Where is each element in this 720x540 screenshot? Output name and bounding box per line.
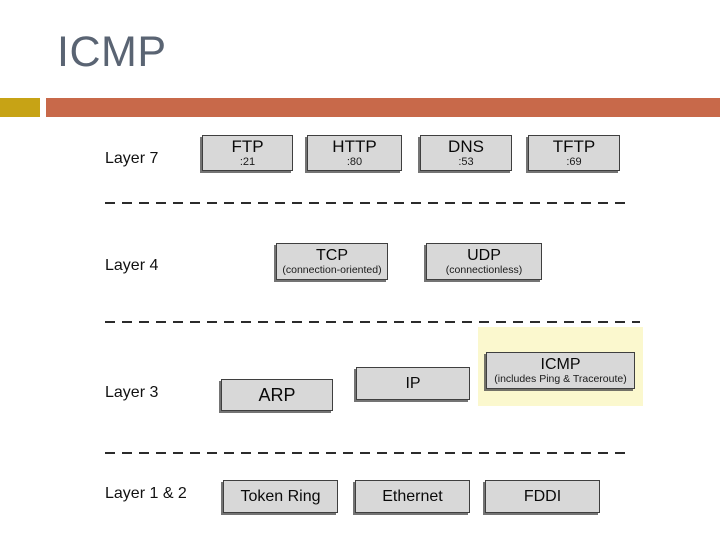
dashed-divider-layer4-layer3 <box>105 321 640 323</box>
ftp-label: FTP <box>231 136 264 156</box>
tftp-port: :69 <box>566 155 582 168</box>
token-ring-box: Token Ring <box>223 480 338 513</box>
udp-label: UDP <box>467 247 501 264</box>
token-ring-label: Token Ring <box>240 488 321 505</box>
fddi-label: FDDI <box>523 488 562 505</box>
ftp-box: FTP :21 <box>202 135 293 171</box>
ip-label: IP <box>405 375 421 392</box>
fddi-box: FDDI <box>485 480 600 513</box>
ethernet-box: Ethernet <box>355 480 470 513</box>
ethernet-label: Ethernet <box>382 488 443 505</box>
icmp-label: ICMP <box>540 356 581 373</box>
dns-label: DNS <box>448 136 484 156</box>
icmp-note: (includes Ping & Traceroute) <box>494 373 627 385</box>
http-label: HTTP <box>332 136 377 156</box>
tcp-label: TCP <box>316 247 348 264</box>
accent-bar-orange <box>46 98 720 117</box>
arp-label: ARP <box>258 384 296 405</box>
layer-4-label: Layer 4 <box>105 257 159 274</box>
ip-box: IP <box>356 367 470 400</box>
accent-bar-yellow <box>0 98 40 117</box>
udp-box: UDP (connectionless) <box>426 243 542 280</box>
layer-3-label: Layer 3 <box>105 384 159 401</box>
dashed-divider-layer3-layer12 <box>105 452 632 454</box>
tftp-box: TFTP :69 <box>528 135 620 171</box>
udp-note: (connectionless) <box>445 264 523 276</box>
layer-1-2-label: Layer 1 & 2 <box>105 485 187 502</box>
http-port: :80 <box>346 155 363 168</box>
tcp-box: TCP (connection-oriented) <box>276 243 388 280</box>
tcp-note: (connection-oriented) <box>282 264 382 276</box>
dashed-divider-layer7-layer4 <box>105 202 632 204</box>
icmp-box: ICMP (includes Ping & Traceroute) <box>486 352 635 389</box>
http-box: HTTP :80 <box>307 135 402 171</box>
arp-box: ARP <box>221 379 333 411</box>
dns-box: DNS :53 <box>420 135 512 171</box>
ftp-port: :21 <box>239 155 256 168</box>
page-title: ICMP <box>57 28 167 76</box>
dns-port: :53 <box>458 155 474 168</box>
tftp-label: TFTP <box>552 136 596 156</box>
layer-7-label: Layer 7 <box>105 150 159 167</box>
